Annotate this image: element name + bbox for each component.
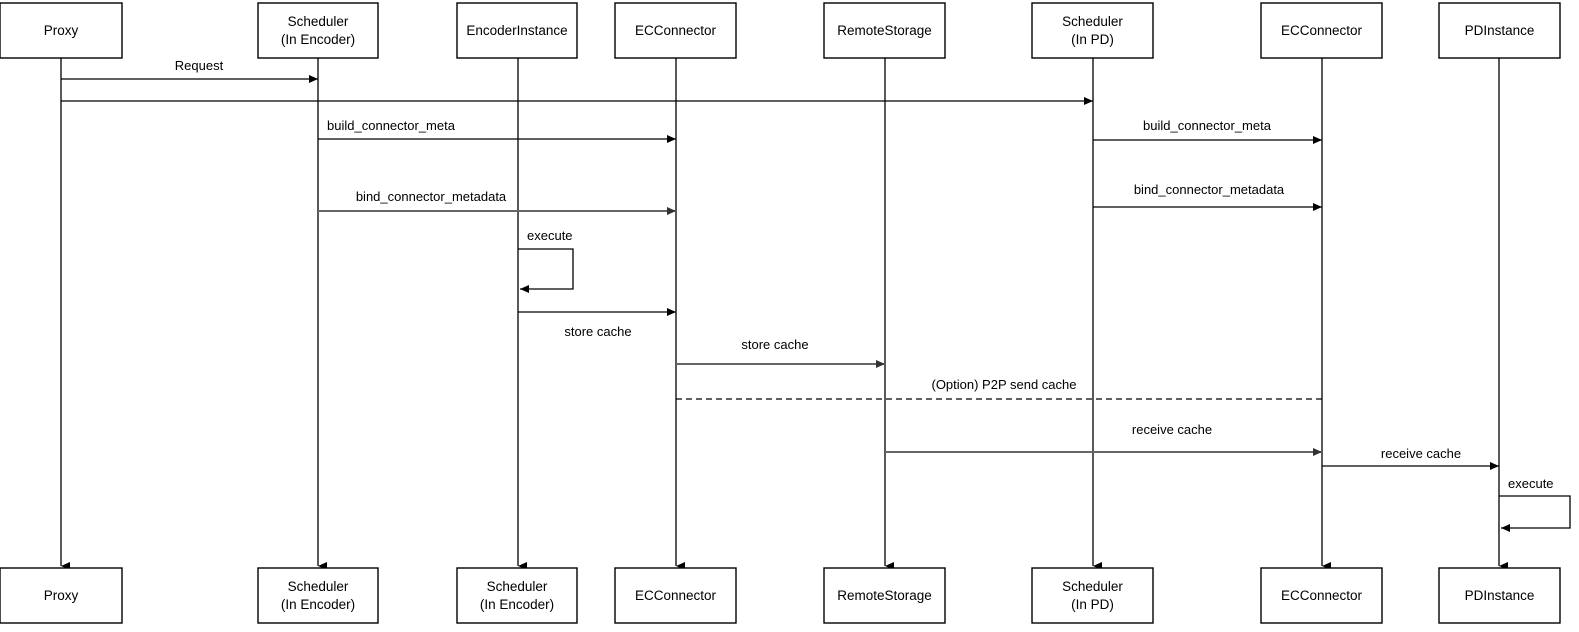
participant-bottom-remote-storage[interactable]: RemoteStorage — [823, 567, 946, 624]
self-message-path-execute-encoder — [518, 248, 574, 293]
lifelines-layer — [60, 58, 1508, 570]
participant-label-line2: (In PD) — [1071, 32, 1114, 47]
participant-label-line1: Proxy — [44, 23, 79, 38]
participant-bottom-proxy[interactable]: Proxy — [0, 567, 123, 624]
participant-bottom-encoder-instance[interactable]: Scheduler (In Encoder) — [456, 567, 578, 624]
participant-box-rect — [1260, 2, 1383, 59]
participant-label-line1: ECConnector — [1281, 588, 1363, 603]
participant-top-encoder-instance[interactable]: EncoderInstance — [456, 2, 578, 59]
participant-bottom-ec-connector-pd[interactable]: ECConnector — [1260, 567, 1383, 624]
participant-label-line1: ECConnector — [635, 23, 717, 38]
participant-label-line1: Scheduler — [288, 579, 349, 594]
participant-bottom-scheduler-encoder[interactable]: Scheduler (In Encoder) — [257, 567, 379, 624]
participant-boxes-top: Proxy Scheduler (In Encoder) EncoderInstanc… — [0, 2, 1561, 59]
participant-top-scheduler-encoder[interactable]: Scheduler (In Encoder) — [257, 2, 379, 59]
participant-label-line1: PDInstance — [1465, 23, 1535, 38]
message-label-store-cache-encoder: store cache — [564, 324, 631, 339]
participant-label-line1: RemoteStorage — [837, 23, 932, 38]
participant-label-line1: Proxy — [44, 588, 79, 603]
self-message-label-execute-pd: execute — [1508, 476, 1554, 491]
participant-label-line1: Scheduler — [288, 14, 349, 29]
message-label-bind-connector-metadata-encoder: bind_connector_metadata — [356, 189, 507, 204]
participant-label-line1: Scheduler — [1062, 14, 1123, 29]
self-messages-layer: execute execute — [518, 228, 1571, 532]
participant-label-line1: ECConnector — [635, 588, 717, 603]
participant-box-rect — [823, 2, 946, 59]
participant-bottom-pd-instance[interactable]: PDInstance — [1438, 567, 1561, 624]
participant-label-line1: RemoteStorage — [837, 588, 932, 603]
participant-top-remote-storage[interactable]: RemoteStorage — [823, 2, 946, 59]
participant-box-rect — [1031, 2, 1154, 59]
messages-layer: Request build_connector_meta build_connect… — [61, 58, 1499, 470]
participant-top-pd-instance[interactable]: PDInstance — [1438, 2, 1561, 59]
participant-boxes-bottom: Proxy Scheduler (In Encoder) Scheduler (In E… — [0, 567, 1561, 624]
participant-box-rect — [257, 2, 379, 59]
message-label-store-cache-remote: store cache — [741, 337, 808, 352]
participant-label-line2: (In Encoder) — [281, 597, 355, 612]
self-message-path-execute-pd — [1499, 495, 1571, 532]
message-label-build-connector-meta-encoder: build_connector_meta — [327, 118, 456, 133]
participant-label-line2: (In PD) — [1071, 597, 1114, 612]
participant-box-rect — [1438, 567, 1561, 624]
participant-bottom-ec-connector-encoder[interactable]: ECConnector — [614, 567, 737, 624]
participant-box-rect — [456, 567, 578, 624]
message-label-p2p-send-cache: (Option) P2P send cache — [931, 377, 1076, 392]
participant-box-rect — [257, 567, 379, 624]
participant-label-line1: PDInstance — [1465, 588, 1535, 603]
participant-box-rect — [0, 567, 123, 624]
participant-label-line2: (In Encoder) — [281, 32, 355, 47]
participant-top-ec-connector-encoder[interactable]: ECConnector — [614, 2, 737, 59]
participant-top-scheduler-pd[interactable]: Scheduler (In PD) — [1031, 2, 1154, 59]
participant-top-proxy[interactable]: Proxy — [0, 2, 123, 59]
participant-box-rect — [823, 567, 946, 624]
participant-bottom-scheduler-pd[interactable]: Scheduler (In PD) — [1031, 567, 1154, 624]
participant-label-line1: Scheduler — [487, 579, 548, 594]
participant-label-line1: Scheduler — [1062, 579, 1123, 594]
participant-box-rect — [1031, 567, 1154, 624]
self-message-label-execute-encoder: execute — [527, 228, 573, 243]
participant-label-line1: ECConnector — [1281, 23, 1363, 38]
participant-box-rect — [614, 2, 737, 59]
message-label-receive-cache-instance: receive cache — [1381, 446, 1461, 461]
message-label-build-connector-meta-pd: build_connector_meta — [1143, 118, 1272, 133]
participant-top-ec-connector-pd[interactable]: ECConnector — [1260, 2, 1383, 59]
participant-label-line2: (In Encoder) — [480, 597, 554, 612]
message-label-bind-connector-metadata-pd: bind_connector_metadata — [1134, 182, 1285, 197]
participant-box-rect — [614, 567, 737, 624]
participant-box-rect — [0, 2, 123, 59]
participant-label-line1: EncoderInstance — [466, 23, 567, 38]
participant-box-rect — [456, 2, 578, 59]
participant-box-rect — [1438, 2, 1561, 59]
message-label-receive-cache-pd: receive cache — [1132, 422, 1212, 437]
message-label-request: Request — [175, 58, 224, 73]
participant-box-rect — [1260, 567, 1383, 624]
